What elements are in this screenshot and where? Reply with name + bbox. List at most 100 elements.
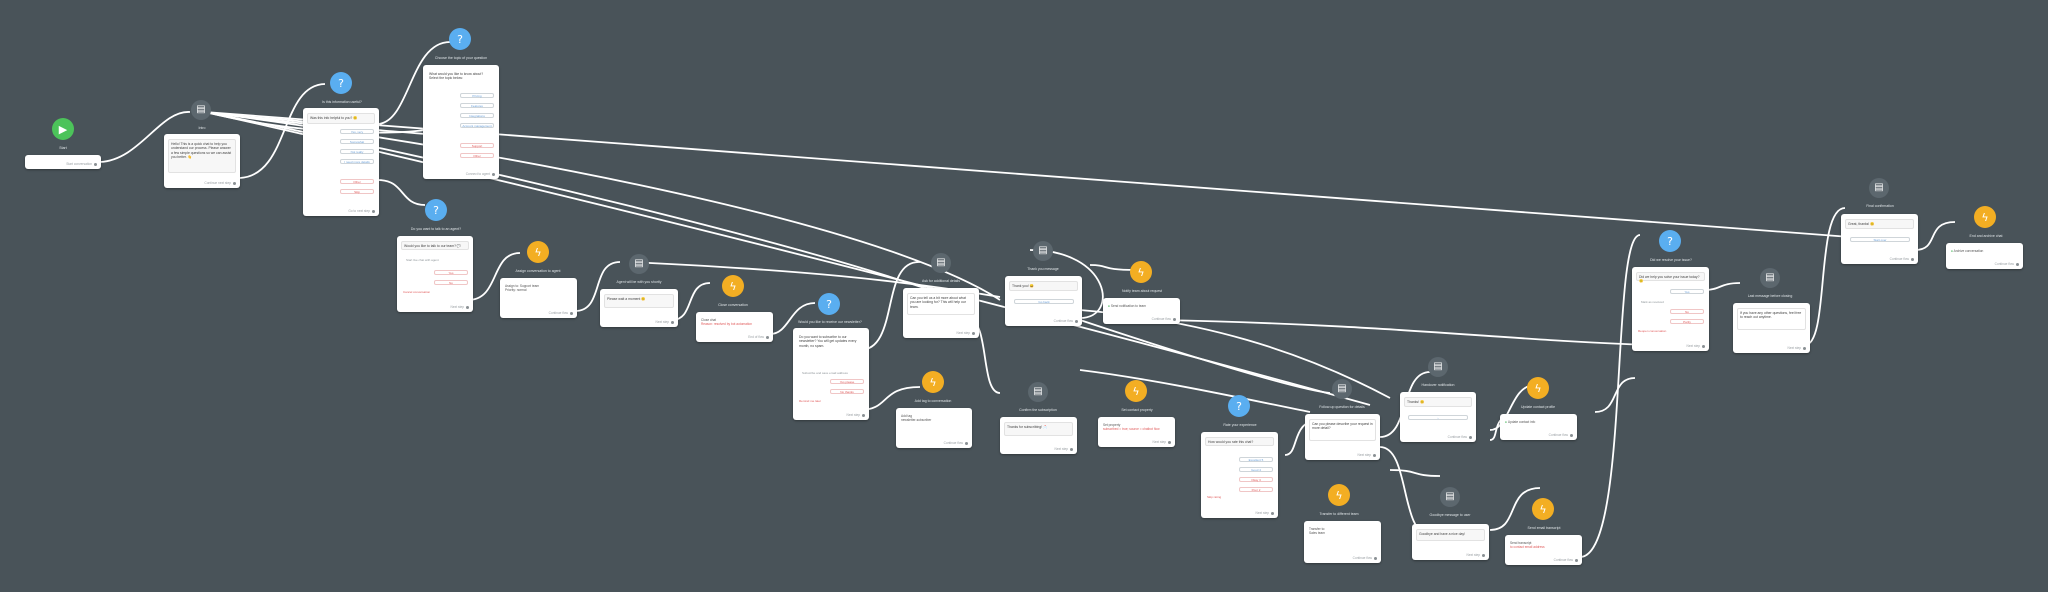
action-summary: ● Send notification to team: [1108, 304, 1146, 308]
node-footer: Go to next step: [348, 209, 375, 213]
node-footer: Continue flow: [1890, 257, 1914, 261]
lightning-icon: ϟ: [527, 241, 549, 263]
answer-option[interactable]: Start over: [1850, 237, 1910, 242]
answer-option[interactable]: No: [434, 280, 468, 285]
question-node[interactable]: How would you rate this chat? Excellent …: [1201, 432, 1278, 518]
answer-option[interactable]: Support: [460, 143, 494, 148]
option-note: Start live chat with agent: [406, 258, 439, 262]
message-icon: ▤: [1033, 241, 1053, 261]
edge: [859, 261, 921, 351]
message-node[interactable]: If you have any other questions, feel fr…: [1733, 303, 1810, 353]
message-node[interactable]: Great, thanks! 😊 Start over Continue flo…: [1841, 214, 1918, 264]
node-title: Choose the topic of your question: [434, 56, 488, 60]
node-title: End and archive chat: [1969, 234, 2003, 238]
answer-option[interactable]: Integrations: [460, 113, 494, 118]
node-title: Set contact property: [1121, 408, 1153, 412]
edge: [467, 252, 521, 301]
action-node[interactable]: Transfer to:Sales team Continue flow: [1304, 521, 1381, 563]
message-node[interactable]: Can you please describe your request in …: [1305, 414, 1380, 460]
answer-option[interactable]: Skip: [340, 189, 374, 194]
message-text: Thank you! 😀: [1009, 281, 1078, 291]
message-icon: ▤: [1428, 357, 1448, 377]
answer-option[interactable]: Other: [460, 153, 494, 158]
question-prompt: Was this info helpful to you? 🙂: [307, 113, 375, 124]
lightning-icon: ϟ: [1974, 206, 1996, 228]
edge: [99, 111, 191, 163]
question-prompt: Would you like to talk to our team? 💬: [401, 241, 469, 250]
message-node[interactable]: Thanks! 😊 › Continue flow: [1400, 392, 1476, 442]
question-node[interactable]: What would you like to know about? Selec…: [423, 65, 499, 179]
action-node[interactable]: ● Send notification to team Continue flo…: [1103, 298, 1180, 324]
node-title: Send email transcript: [1527, 526, 1561, 530]
node-footer: Next step: [847, 413, 865, 417]
answer-option[interactable]: No thanks: [830, 389, 864, 394]
answer-option[interactable]: Not really: [340, 149, 374, 154]
answer-option[interactable]: Yes: [434, 270, 468, 275]
answer-option[interactable]: Yes: [1670, 289, 1704, 294]
answer-option[interactable]: Good 4: [1239, 467, 1273, 472]
question-node[interactable]: Did we help you solve your issue today? …: [1632, 267, 1709, 351]
answer-option[interactable]: ›: [1408, 415, 1468, 420]
answer-option[interactable]: Yes please: [830, 379, 864, 384]
message-icon: ▤: [1028, 382, 1048, 402]
node-footer: Continue flow: [1448, 435, 1472, 439]
answer-option[interactable]: Excellent 5: [1239, 457, 1273, 462]
message-icon: ▤: [191, 100, 211, 120]
message-node[interactable]: Can you tell us a bit more about what yo…: [903, 288, 979, 338]
edge: [377, 41, 451, 125]
answer-option[interactable]: Features: [460, 103, 494, 108]
edge: [1079, 319, 1331, 394]
answer-option[interactable]: Other: [340, 179, 374, 184]
answer-option[interactable]: Okay 3: [1239, 477, 1273, 482]
message-text: Great, thanks! 😊: [1845, 219, 1914, 229]
node-title: Follow-up question for details: [1319, 405, 1365, 409]
question-node[interactable]: Would you like to talk to our team? 💬 St…: [397, 236, 473, 312]
question-prompt: How would you rate this chat?: [1205, 437, 1274, 446]
answer-option[interactable]: Poor 2: [1239, 487, 1273, 492]
edge: [574, 261, 621, 312]
question-node[interactable]: Was this info helpful to you? 🙂 Yes, ver…: [303, 108, 379, 216]
answer-option[interactable]: Somewhat: [340, 139, 374, 144]
node-title: Confirm the subscription: [1019, 408, 1057, 412]
lightning-icon: ϟ: [1328, 484, 1350, 506]
question-node[interactable]: Do you want to subscribe to our newslett…: [793, 328, 869, 420]
answer-option[interactable]: Go back: [1014, 299, 1074, 304]
message-icon: ▤: [629, 254, 649, 274]
node-title: Did we resolve your issue?: [1650, 258, 1692, 262]
node-footer: Next step: [1358, 453, 1376, 457]
answer-option[interactable]: Account management: [460, 123, 494, 128]
message-node[interactable]: Thanks for subscribing! 📩 Next step: [1000, 417, 1077, 454]
node-title: Ask for additional details: [922, 279, 960, 283]
edge: [1594, 377, 1636, 413]
message-node[interactable]: Hello! This is a quick chat to help you …: [164, 134, 240, 188]
node-footer: Next step: [656, 320, 674, 324]
answer-option[interactable]: Pricing: [460, 93, 494, 98]
edge: [1914, 221, 1956, 251]
answer-option[interactable]: Partly: [1670, 319, 1704, 324]
start-node[interactable]: Start conversation: [25, 155, 101, 169]
answer-option[interactable]: Yes, very: [340, 129, 374, 134]
node-footer: Next step: [1256, 511, 1274, 515]
answer-option[interactable]: No: [1670, 309, 1704, 314]
message-icon: ▤: [1869, 178, 1889, 198]
message-node[interactable]: Please wait a moment 😊 Next step: [600, 289, 678, 327]
question-icon: ?: [818, 293, 840, 315]
message-node[interactable]: Thank you! 😀 Go back Continue flow: [1005, 276, 1082, 326]
question-icon: ?: [1228, 395, 1250, 417]
message-node[interactable]: Goodbye and have a nice day! Next step: [1412, 524, 1489, 560]
node-footer: Next step: [1055, 447, 1073, 451]
question-icon: ?: [449, 28, 471, 50]
answer-option[interactable]: I need more details: [340, 159, 374, 164]
action-node[interactable]: ● Update contact info Continue flow: [1500, 414, 1577, 440]
node-title: Close conversation: [718, 303, 748, 307]
action-node[interactable]: ● Archive conversation Continue flow: [1946, 243, 2023, 269]
